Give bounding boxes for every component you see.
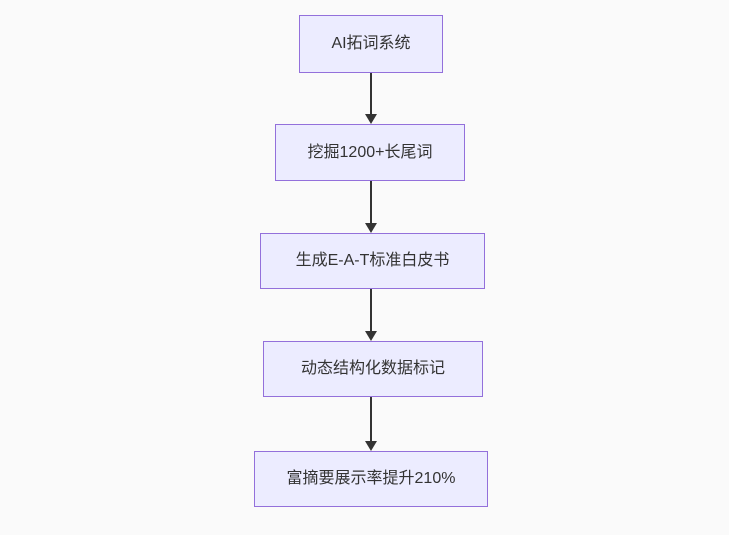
- flow-node-label: 富摘要展示率提升210%: [286, 470, 456, 487]
- arrow-head-icon: [365, 441, 377, 451]
- arrow-head-icon: [365, 223, 377, 233]
- flow-node-longtail-mining: 挖掘1200+长尾词: [275, 124, 465, 181]
- arrow-line: [370, 181, 372, 225]
- arrow-head-icon: [365, 331, 377, 341]
- arrow-head-icon: [365, 114, 377, 124]
- flow-arrow-2: [364, 181, 378, 233]
- flow-node-label: 生成E-A-T标准白皮书: [295, 252, 450, 269]
- arrow-line: [370, 73, 372, 116]
- arrow-line: [370, 397, 372, 443]
- flow-node-rich-snippet-result: 富摘要展示率提升210%: [254, 451, 488, 507]
- flow-arrow-3: [364, 289, 378, 341]
- flow-node-eat-whitepaper: 生成E-A-T标准白皮书: [260, 233, 485, 289]
- flow-node-label: 动态结构化数据标记: [300, 360, 445, 377]
- flow-node-structured-data-markup: 动态结构化数据标记: [263, 341, 483, 397]
- flow-node-label: AI拓词系统: [331, 35, 411, 52]
- arrow-line: [370, 289, 372, 333]
- flow-node-label: 挖掘1200+长尾词: [307, 143, 433, 161]
- flow-arrow-4: [364, 397, 378, 451]
- flow-arrow-1: [364, 73, 378, 124]
- flow-node-ai-expansion-system: AI拓词系统: [299, 15, 443, 73]
